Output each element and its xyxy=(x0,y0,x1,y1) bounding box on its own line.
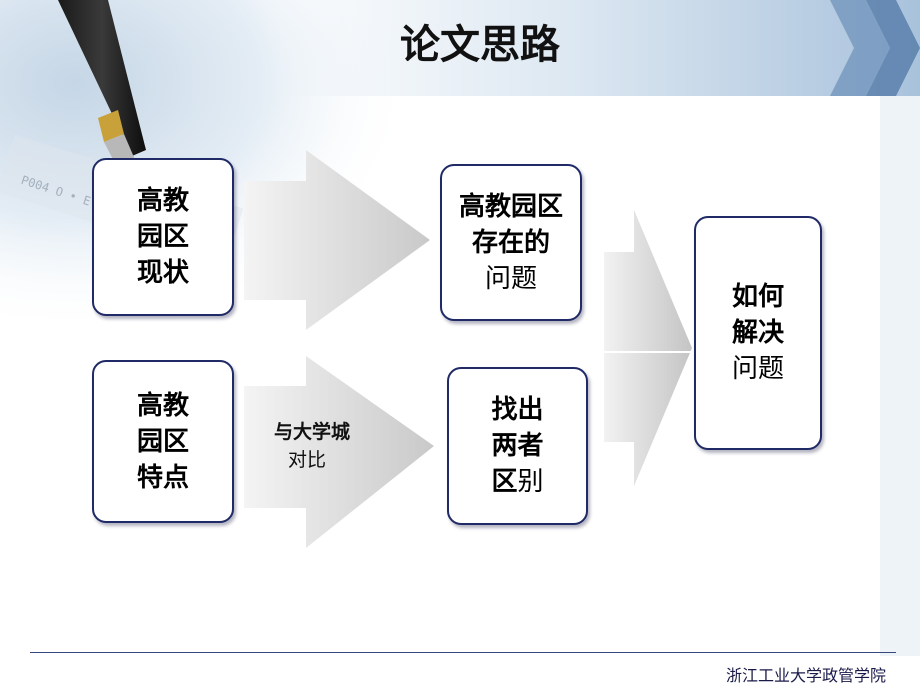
box-line: 园区 xyxy=(136,222,189,252)
box-line: 如何 xyxy=(731,282,784,312)
arrow-label-line: 对比 xyxy=(288,449,327,471)
box-line-part: 别 xyxy=(517,467,544,497)
page-title: 论文思路 xyxy=(400,22,560,68)
box-current-status: 高教 园区 现状 xyxy=(92,158,234,316)
box-line-mixed: 区别 xyxy=(491,464,543,500)
box-line: 问题 xyxy=(484,263,537,294)
chevron-decoration-icon xyxy=(830,0,920,96)
box-line-part: 区 xyxy=(491,467,518,497)
footer-divider xyxy=(30,652,896,653)
box-differences: 找出 两者 区别 xyxy=(447,367,588,525)
box-problems: 高教园区 存在的 问题 xyxy=(440,164,582,321)
box-line: 解决 xyxy=(731,318,784,348)
box-line: 高教园区 xyxy=(458,191,563,222)
box-line: 高教 xyxy=(136,186,189,216)
footer-institution: 浙江工业大学政管学院 xyxy=(725,666,886,685)
arrow-label-line: 与大学城 xyxy=(274,421,351,443)
box-line: 园区 xyxy=(136,426,189,457)
box-line: 存在的 xyxy=(471,227,550,258)
box-features: 高教 园区 特点 xyxy=(92,360,234,523)
arrow-status-to-problems xyxy=(244,150,430,330)
box-line: 特点 xyxy=(136,462,189,493)
arrow-features-to-differences xyxy=(244,356,434,548)
box-line: 问题 xyxy=(731,354,784,384)
box-line: 高教 xyxy=(136,390,189,421)
box-line: 两者 xyxy=(491,431,544,461)
box-line: 找出 xyxy=(491,395,544,425)
box-line: 现状 xyxy=(136,258,189,288)
arrow-to-solution xyxy=(604,210,692,486)
box-solution: 如何 解决 问题 xyxy=(694,216,822,450)
arrow-label-compare: 与大学城 对比 xyxy=(274,418,350,474)
